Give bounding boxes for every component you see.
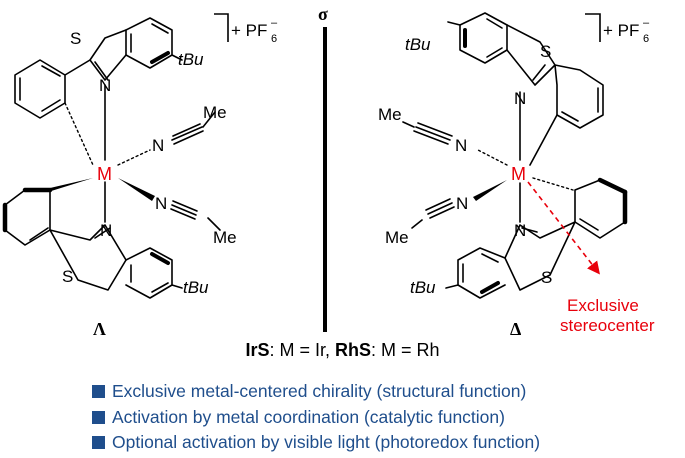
delta-bottom-benzo-ring xyxy=(457,247,506,299)
rhs-label: RhS xyxy=(335,340,371,360)
feature-list: Exclusive metal-centered chirality (stru… xyxy=(92,379,540,456)
delta-top-tbu-bond xyxy=(447,21,461,26)
delta-top-phenyl-ring xyxy=(554,64,604,129)
bottom-tbu-bond xyxy=(171,284,183,289)
delta-bottom-phenyl-ring xyxy=(574,177,628,239)
hashed-bond-top-phenyl xyxy=(64,102,94,166)
nitrile-1-triple-b xyxy=(172,123,201,137)
feature-item: Optional activation by visible light (ph… xyxy=(92,430,540,456)
catalyst-caption: IrS: M = Ir, RhS: M = Rh xyxy=(0,340,685,361)
delta-nitrile-1-triple-a xyxy=(415,126,451,141)
sigma-symbol: σ xyxy=(318,4,328,24)
counterion-sub-right: 6 xyxy=(643,33,649,45)
bottom-benzo-ring xyxy=(125,247,173,299)
top-benzo-ring xyxy=(125,17,173,69)
delta-nitrile-2-triple-a xyxy=(427,202,453,215)
delta-wedge-acetonitrile-2 xyxy=(473,180,507,201)
counterion-label-right: + PF xyxy=(603,21,639,40)
nitrile-2-triple-b xyxy=(172,200,198,212)
delta-top-tbu-label: tBu xyxy=(405,35,431,54)
bottom-sulfur-label: S xyxy=(62,267,73,286)
lambda-labels: tBu S N M N Me N Me N S tBu Λ xyxy=(62,29,237,339)
delta-nitrile-1-methyl-bond xyxy=(402,121,415,128)
lambda-complex xyxy=(2,17,221,299)
nitrile-2-me-label: Me xyxy=(213,228,237,247)
exclusive-label: Exclusive xyxy=(567,296,639,315)
top-nitrogen-label: N xyxy=(99,76,111,95)
top-phenyl-ring xyxy=(14,59,91,119)
counterion-label-left: + PF xyxy=(231,21,267,40)
feature-item: Exclusive metal-centered chirality (stru… xyxy=(92,379,540,405)
bullet-square-icon xyxy=(92,436,105,450)
feature-text: Optional activation by visible light (ph… xyxy=(112,432,541,453)
hashed-bond-acetonitrile-1 xyxy=(117,149,151,166)
bullet-square-icon xyxy=(92,385,105,399)
top-tbu-bond xyxy=(171,54,183,61)
nitrile-1-methyl-bond xyxy=(202,111,216,128)
irs-text: : M = Ir, xyxy=(269,340,335,360)
wedge-bottom-phenyl xyxy=(48,178,93,192)
delta-top-nitrogen-label: N xyxy=(514,89,526,108)
bottom-tbu-label: tBu xyxy=(183,278,209,297)
nitrile-2-triple-c xyxy=(170,208,196,220)
delta-nitrile-2-methyl-bond xyxy=(411,219,423,229)
nitrile-1-triple-a xyxy=(171,126,203,141)
delta-phenyl-m-bond xyxy=(529,114,558,166)
delta-bottom-tbu-label: tBu xyxy=(410,278,436,297)
bullet-square-icon xyxy=(92,410,105,424)
nitrile-2-triple-a xyxy=(171,204,197,216)
delta-labels: tBu S N M N Me N Me N S tBu Δ xyxy=(378,35,552,339)
feature-text: Exclusive metal-centered chirality (stru… xyxy=(112,381,527,402)
bottom-phenyl-ring xyxy=(2,187,53,246)
top-tbu-label: tBu xyxy=(178,50,204,69)
delta-nitrile-1-n-label: N xyxy=(455,136,467,155)
delta-nitrile-1-triple-c xyxy=(413,130,449,145)
delta-complex xyxy=(402,12,628,299)
delta-nitrile-2-me-label: Me xyxy=(385,228,409,247)
delta-top-sulfur-label: S xyxy=(540,42,551,61)
lambda-symbol: Λ xyxy=(93,319,106,339)
metal-center-delta: M xyxy=(511,164,526,184)
delta-hashed-acetonitrile-1 xyxy=(477,149,508,166)
delta-nitrile-1-triple-b xyxy=(417,122,453,137)
irs-label: IrS xyxy=(245,340,270,360)
stereocenter-label: stereocenter xyxy=(560,316,655,335)
nitrile-1-triple-c xyxy=(173,130,204,145)
delta-nitrile-2-triple-b xyxy=(425,198,451,211)
delta-symbol: Δ xyxy=(510,319,521,339)
delta-bottom-nitrogen-label: N xyxy=(514,221,526,240)
delta-top-benzo-ring xyxy=(459,12,508,64)
counterion-sup-left: – xyxy=(271,17,278,29)
counterion-sup-right: – xyxy=(643,17,650,29)
feature-text: Activation by metal coordination (cataly… xyxy=(112,406,505,427)
nitrile-2-n-label: N xyxy=(155,194,167,213)
delta-counterion: + PF 6 – xyxy=(585,13,650,45)
top-sulfur-label: S xyxy=(70,29,81,48)
rhs-text: : M = Rh xyxy=(371,340,440,360)
delta-nitrile-2-n-label: N xyxy=(456,194,468,213)
metal-center-lambda: M xyxy=(97,164,112,184)
counterion-sub-left: 6 xyxy=(271,33,277,45)
nitrile-1-me-label: Me xyxy=(203,103,227,122)
delta-nitrile-2-triple-c xyxy=(429,206,455,219)
feature-item: Activation by metal coordination (cataly… xyxy=(92,405,540,431)
delta-nitrile-1-me-label: Me xyxy=(378,105,402,124)
wedge-acetonitrile-2 xyxy=(118,178,155,201)
nitrile-2-methyl-bond xyxy=(207,217,221,231)
lambda-counterion: + PF 6 – xyxy=(214,13,278,45)
delta-bottom-tbu-bond xyxy=(445,284,459,289)
delta-hashed-bottom-phenyl xyxy=(532,177,574,191)
delta-bottom-sulfur-label: S xyxy=(541,268,552,287)
bottom-nitrogen-label: N xyxy=(100,221,112,240)
nitrile-1-n-label: N xyxy=(152,136,164,155)
stereocenter-arrow xyxy=(527,181,600,275)
top-thiazole-ring xyxy=(89,29,127,81)
